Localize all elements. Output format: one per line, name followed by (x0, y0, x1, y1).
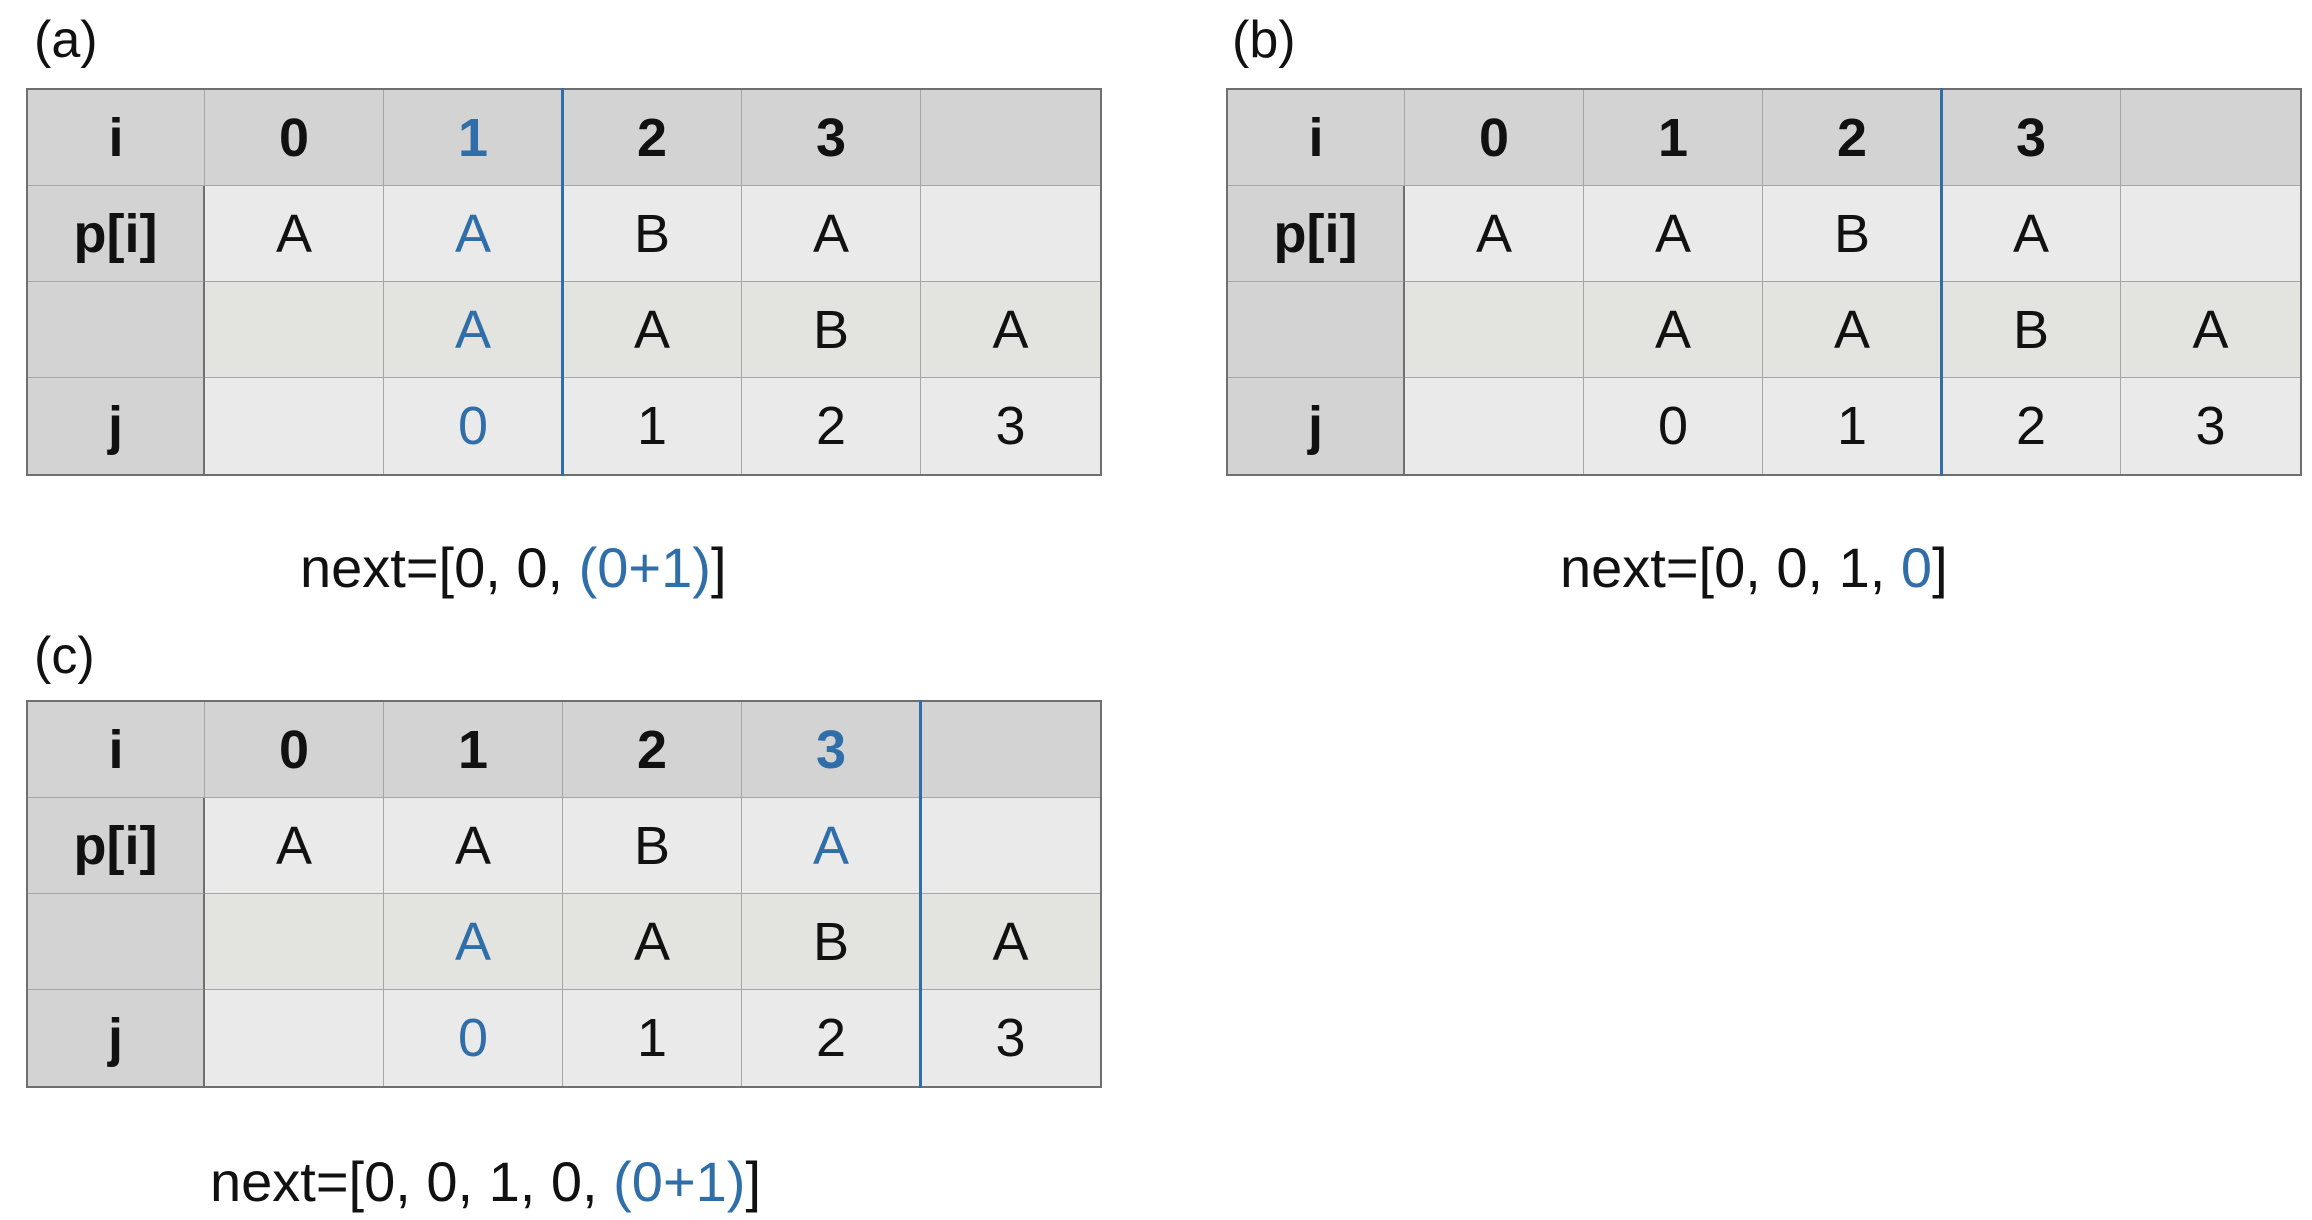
j-cell: 2 (742, 990, 921, 1086)
j-cell (1405, 378, 1584, 474)
pi-cell (921, 186, 1100, 282)
shift-cell: B (1940, 280, 2121, 379)
panel-b-caption: next=[0, 0, 1, 0] (1560, 540, 1948, 596)
pi-cell: A (1940, 184, 2121, 283)
panel-a-label: (a) (34, 11, 98, 69)
j-cell-highlighted: 0 (384, 990, 563, 1086)
i-cell: 2 (1763, 90, 1942, 186)
panel-b-label: (b) (1232, 11, 1296, 69)
row-header-shift (1228, 282, 1405, 378)
panel-c-label: (c) (34, 627, 95, 685)
row-header-j: j (28, 990, 205, 1086)
j-cell: 2 (742, 378, 921, 474)
row-header-i: i (28, 90, 205, 186)
shift-cell: B (742, 282, 921, 378)
i-cell-highlighted: 3 (742, 702, 921, 798)
shift-cell: A (1584, 282, 1763, 378)
shift-cell: A (919, 892, 1100, 991)
pi-cell: A (1584, 186, 1763, 282)
row-header-j: j (1228, 378, 1405, 474)
j-cell: 2 (1940, 376, 2121, 476)
pi-cell-highlighted: A (384, 186, 563, 282)
j-cell: 1 (561, 376, 742, 476)
caption-text: ] (710, 536, 727, 599)
caption-text: next=[0, 0, 1, 0, (210, 1150, 614, 1213)
row-header-i: i (1228, 90, 1405, 186)
caption-highlight: 0 (1900, 536, 1933, 599)
pi-cell: B (561, 184, 742, 283)
caption-text: ] (1932, 536, 1948, 599)
i-cell: 0 (205, 702, 384, 798)
pi-cell-highlighted: A (742, 798, 921, 894)
caption-text: ] (745, 1150, 762, 1213)
row-header-shift (28, 894, 205, 990)
row-header-i: i (28, 702, 205, 798)
shift-cell (205, 282, 384, 378)
i-cell-highlighted: 1 (384, 90, 563, 186)
shift-cell-highlighted: A (384, 282, 563, 378)
caption-highlight: (0+1) (578, 536, 711, 599)
shift-cell: A (561, 280, 742, 379)
i-cell (2121, 90, 2300, 186)
shift-cell: A (563, 894, 742, 990)
pi-cell: A (1405, 186, 1584, 282)
shift-cell: A (1763, 282, 1942, 378)
pi-cell (919, 796, 1100, 895)
pi-cell (2121, 186, 2300, 282)
pi-cell: A (205, 798, 384, 894)
pi-cell: A (742, 186, 921, 282)
pi-cell: B (563, 798, 742, 894)
shift-cell (1405, 282, 1584, 378)
pi-cell: A (384, 798, 563, 894)
caption-text: next=[0, 0, 1, (1560, 536, 1901, 599)
shift-cell: A (921, 282, 1100, 378)
j-cell: 0 (1584, 378, 1763, 474)
shift-cell: B (742, 894, 921, 990)
j-cell: 3 (919, 988, 1100, 1088)
caption-text: next=[0, 0, (300, 536, 579, 599)
i-cell (921, 90, 1100, 186)
i-cell: 2 (563, 702, 742, 798)
i-cell: 3 (1940, 88, 2121, 187)
i-cell: 0 (1405, 90, 1584, 186)
j-cell-highlighted: 0 (384, 378, 563, 474)
row-header-pi: p[i] (28, 186, 205, 282)
i-cell (919, 700, 1100, 799)
shift-cell-highlighted: A (384, 894, 563, 990)
j-cell: 1 (1763, 378, 1942, 474)
i-cell: 3 (742, 90, 921, 186)
caption-highlight: (0+1) (613, 1150, 746, 1213)
i-cell: 0 (205, 90, 384, 186)
panel-c-table: i 0 1 2 3 p[i] A A B A A A B A j 0 1 2 3 (26, 700, 1102, 1088)
panel-c-caption: next=[0, 0, 1, 0, (0+1)] (210, 1154, 761, 1210)
j-cell: 1 (563, 990, 742, 1086)
i-cell: 1 (1584, 90, 1763, 186)
pi-cell: B (1763, 186, 1942, 282)
row-header-pi: p[i] (1228, 186, 1405, 282)
panel-b-table: i 0 1 2 3 p[i] A A B A A A B A j 0 1 2 3 (1226, 88, 2302, 476)
shift-cell (205, 894, 384, 990)
row-header-shift (28, 282, 205, 378)
j-cell (205, 990, 384, 1086)
panel-a-caption: next=[0, 0, (0+1)] (300, 540, 727, 596)
panel-a-table: i 0 1 2 3 p[i] A A B A A A B A j 0 1 2 3 (26, 88, 1102, 476)
shift-cell: A (2121, 282, 2300, 378)
pi-cell: A (205, 186, 384, 282)
row-header-j: j (28, 378, 205, 474)
j-cell: 3 (921, 378, 1100, 474)
j-cell: 3 (2121, 378, 2300, 474)
j-cell (205, 378, 384, 474)
i-cell: 2 (561, 88, 742, 187)
i-cell: 1 (384, 702, 563, 798)
row-header-pi: p[i] (28, 798, 205, 894)
